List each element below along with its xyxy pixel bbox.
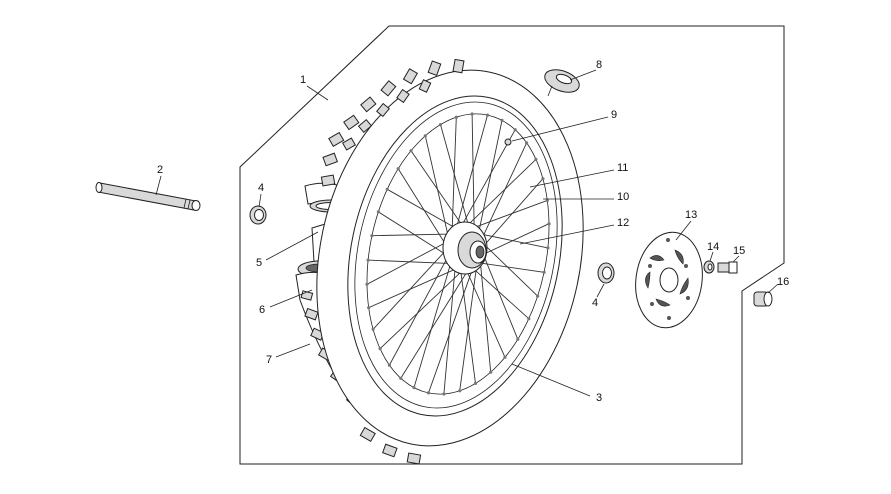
spoke-nipple [541, 177, 545, 181]
axle-part [95, 182, 201, 211]
spoke-nipple [546, 246, 550, 250]
bearing-right-part [597, 262, 615, 284]
spoke [372, 244, 452, 330]
spoke-nipple [423, 134, 427, 138]
spoke [461, 159, 537, 231]
spoke-nipple [367, 306, 371, 310]
spoke-nipple [500, 118, 504, 122]
spoke [476, 120, 503, 240]
spoke [378, 211, 455, 261]
wheel-spokes [365, 112, 551, 396]
spoke-nipple [470, 112, 474, 116]
spoke-nipple [542, 270, 546, 274]
spoke-nipple [366, 258, 370, 262]
callout-16: 16 [777, 276, 789, 288]
spoke-nipple [370, 234, 374, 238]
spoke-nipple [438, 123, 443, 127]
wheel-assembly [316, 58, 584, 465]
spoke-nipple [365, 282, 369, 286]
spoke [397, 168, 453, 255]
rim-lock-part [544, 69, 580, 97]
spoke-nipple [399, 376, 403, 380]
spoke-nipple [396, 167, 400, 171]
spoke [473, 261, 545, 273]
spoke [466, 199, 548, 231]
spoke [459, 264, 476, 384]
spoke-nipple [412, 386, 416, 390]
spoke-nipple [378, 347, 382, 351]
callout-5: 5 [256, 257, 262, 269]
spoke-nipple [454, 115, 458, 119]
spoke [368, 259, 459, 265]
callout-14: 14 [707, 241, 719, 253]
spoke [389, 250, 452, 366]
spoke-nipple [409, 149, 413, 153]
callout-6: 6 [259, 304, 265, 316]
leader-lines [155, 69, 779, 397]
spoke-nipple [513, 128, 517, 132]
spoke [413, 256, 454, 388]
spoke-nipple [442, 392, 446, 396]
callout-3: 3 [596, 392, 602, 404]
spoke-nipple [527, 317, 531, 321]
spoke-nipple [545, 198, 549, 202]
assembly-boundary [239, 25, 785, 465]
spoke-nipple [489, 370, 493, 374]
callout-7: 7 [266, 354, 272, 366]
spoke-nipple [385, 187, 389, 191]
spoke [428, 259, 477, 394]
spoke-nipple-part [504, 138, 512, 146]
callout-8: 8 [596, 59, 602, 71]
callout-4-left: 4 [258, 182, 264, 194]
spoke [478, 178, 544, 252]
bolt-part [717, 261, 738, 274]
spoke [440, 124, 471, 232]
bearing-left-part [249, 205, 267, 225]
callout-12: 12 [617, 217, 629, 229]
spoke [368, 265, 464, 309]
callout-labels: 1 2 3 4 4 5 6 7 8 9 10 11 12 13 14 15 16 [157, 59, 789, 404]
spoke-nipple [371, 327, 375, 331]
spoke-nipple [525, 141, 529, 145]
spoke [443, 261, 457, 395]
spoke-nipple [473, 381, 478, 385]
spoke [424, 135, 452, 249]
callout-10: 10 [617, 191, 629, 203]
spoke-nipple [536, 294, 540, 298]
callout-2: 2 [157, 164, 163, 176]
callout-13: 13 [685, 209, 697, 221]
spoke [478, 247, 492, 373]
brake-disc-part [635, 231, 703, 329]
spoke [469, 264, 530, 320]
spoke-nipple [458, 389, 462, 393]
spoke-nipple [534, 157, 538, 161]
spoke-nipple [516, 337, 520, 341]
spoke-nipple [376, 210, 380, 214]
spoke [471, 113, 475, 235]
wheel-hub [442, 221, 488, 275]
callout-9: 9 [611, 109, 617, 121]
spoke-nipple [485, 113, 490, 117]
spoke-nipple [503, 355, 507, 359]
spoke [453, 114, 488, 237]
spoke [451, 117, 457, 243]
spoke-nipple [387, 363, 391, 367]
spoke [459, 253, 479, 391]
spacer-part [753, 291, 773, 307]
spoke-nipple [426, 391, 431, 395]
spoke-nipple [547, 222, 551, 226]
callout-1: 1 [300, 74, 306, 86]
spoke [457, 129, 516, 233]
callout-11: 11 [617, 162, 628, 174]
spoke [379, 265, 469, 349]
callout-4-right: 4 [592, 297, 598, 309]
spoke [478, 142, 528, 246]
callout-15: 15 [733, 245, 745, 257]
spoke [400, 263, 473, 379]
washer-part [703, 260, 715, 274]
